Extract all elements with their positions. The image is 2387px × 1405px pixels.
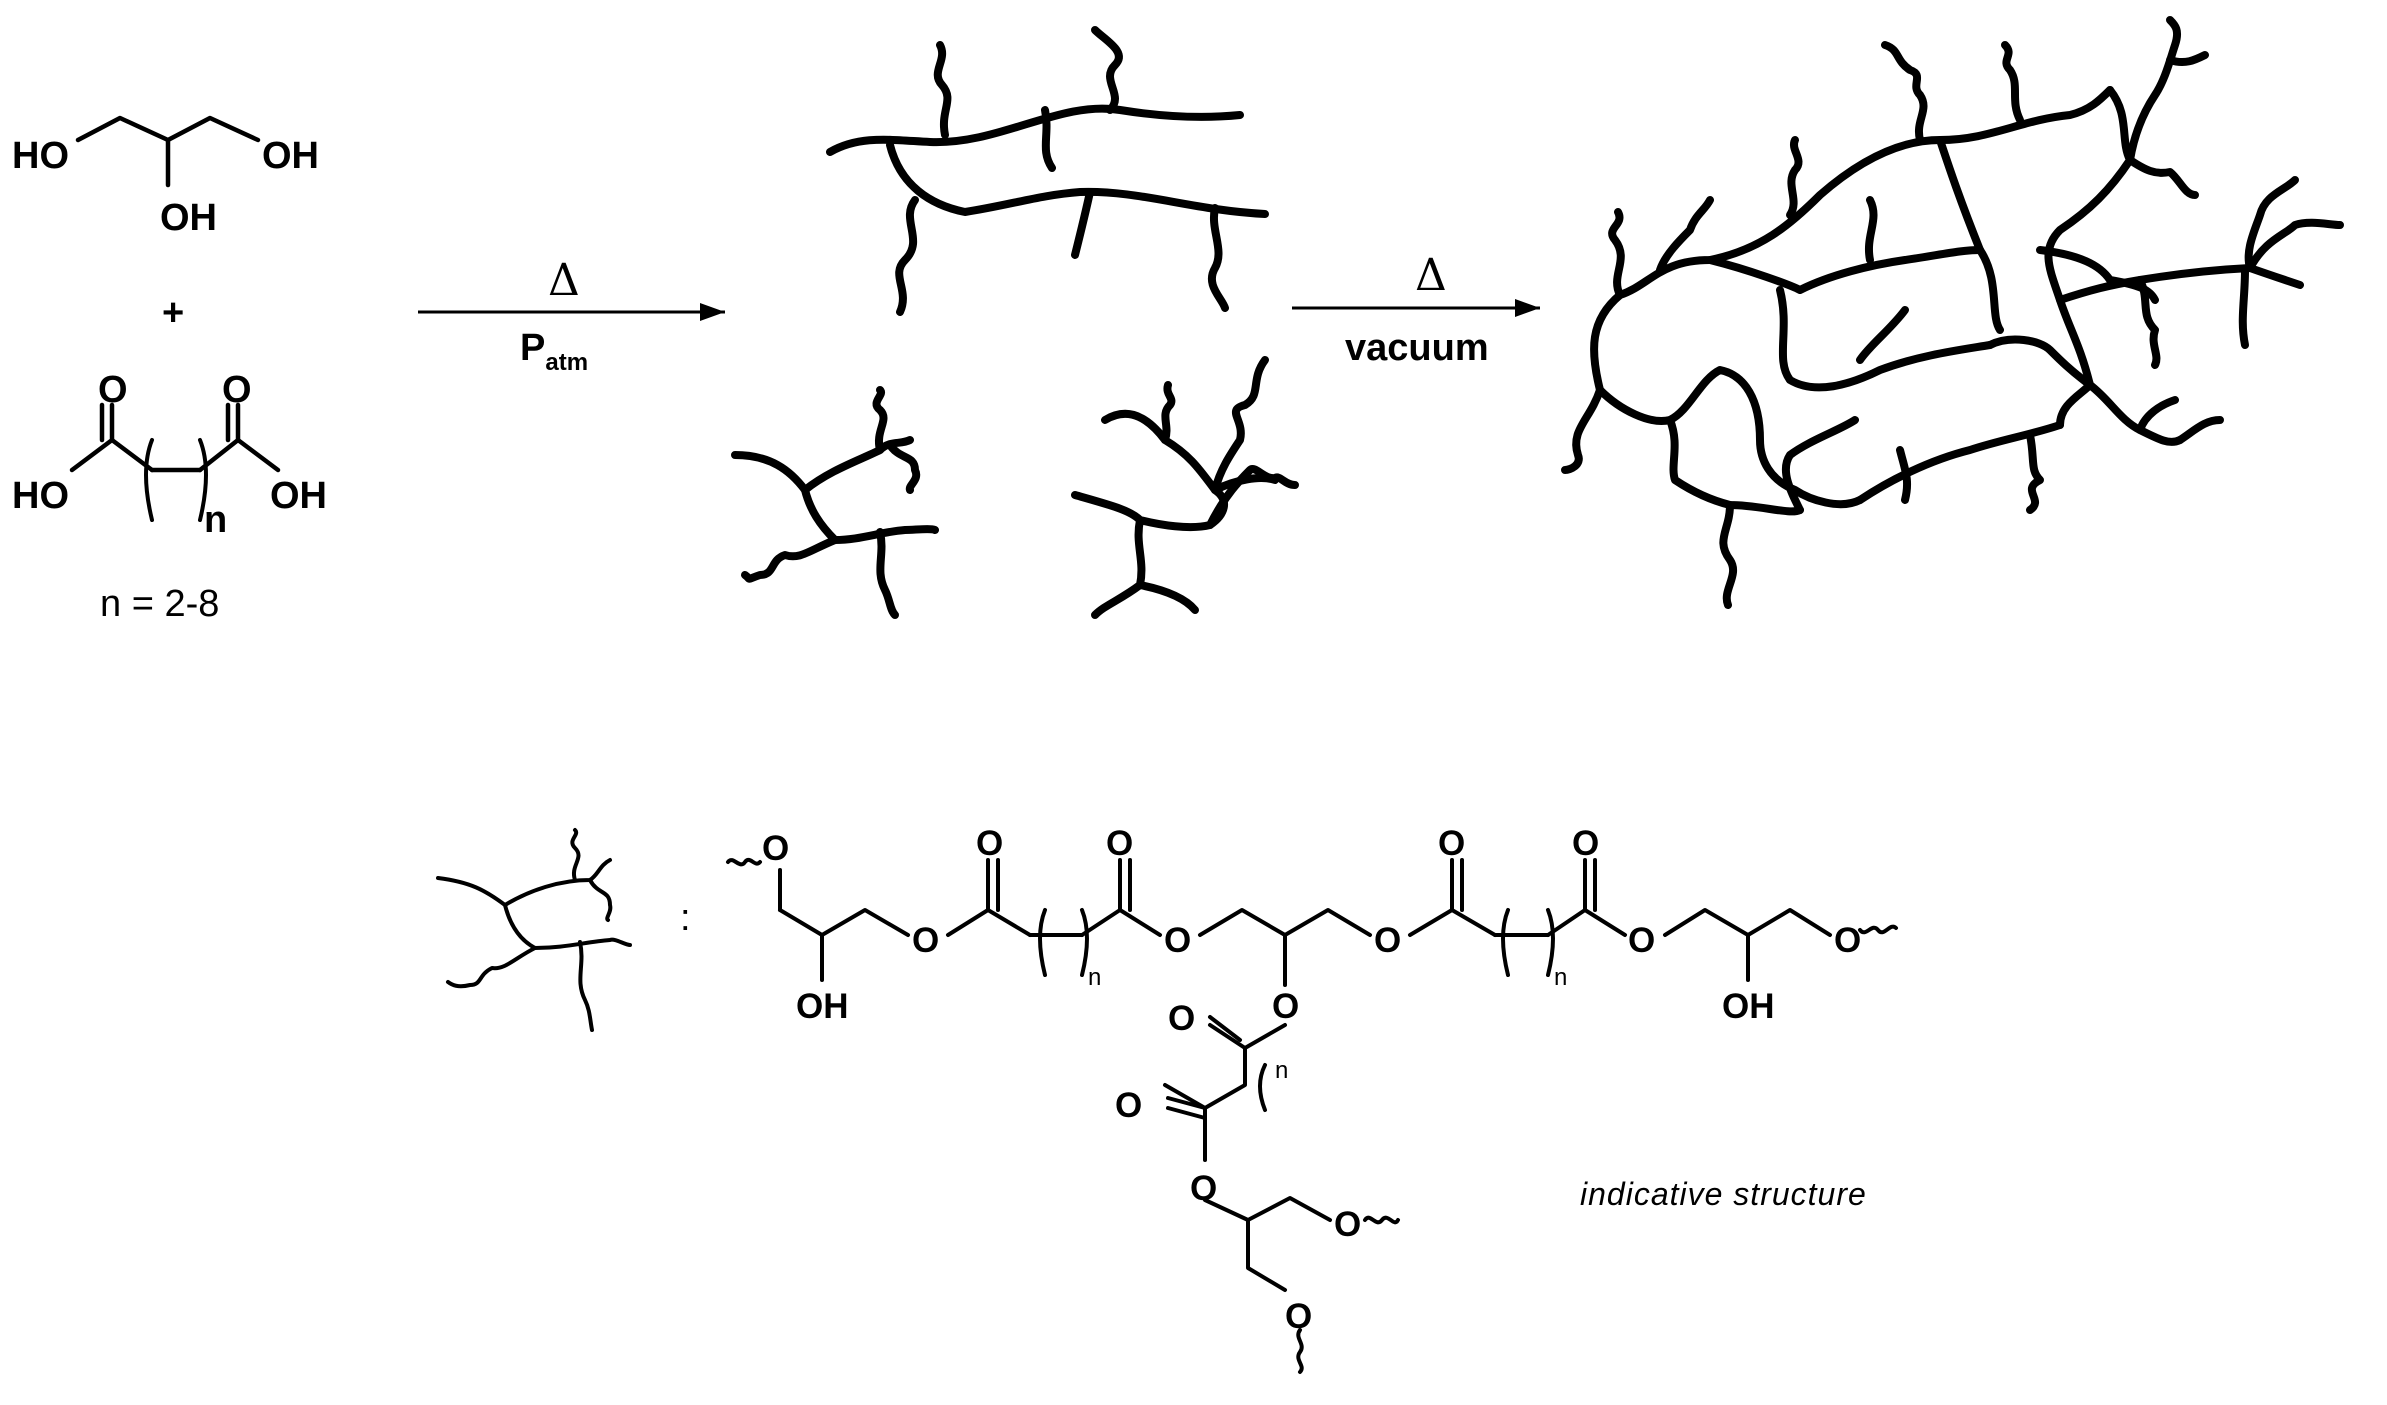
indicative-structure-caption: indicative structure (1580, 1176, 1867, 1212)
atom-o5: O (1164, 921, 1191, 960)
oligomer-cluster-bottom-right (1071, 356, 1299, 619)
condition-vacuum: vacuum (1345, 327, 1489, 369)
diacid-o-left: O (98, 369, 128, 411)
plus-sign: + (162, 292, 184, 334)
heat-symbol-1: Δ (548, 255, 580, 306)
n-label-1: n (1088, 964, 1101, 991)
n-label-2: n (1554, 964, 1567, 991)
oligomer-cluster-top (826, 26, 1269, 316)
glycerol-structure: HO OH OH (12, 115, 319, 239)
oligomer-cluster-bottom-left (731, 386, 939, 619)
atom-o2: O (912, 921, 939, 960)
glycerol-oh-right: OH (262, 135, 319, 177)
diacid-subscript-n: n (204, 499, 227, 541)
crosslinked-network (1561, 16, 2344, 609)
atom-o11: O (1272, 987, 1299, 1026)
atom-oh2: OH (1722, 987, 1775, 1026)
atom-o3: O (976, 824, 1003, 863)
atom-o9: O (1628, 921, 1655, 960)
legend-colon: : (680, 897, 691, 939)
diacid-o-right: O (222, 369, 252, 411)
atom-o7: O (1438, 824, 1465, 863)
n-range-label: n = 2-8 (100, 583, 219, 625)
diacid-oh-right: OH (270, 475, 327, 517)
atom-o1: O (762, 829, 789, 868)
atom-o12: O (1168, 999, 1195, 1038)
atom-o4: O (1106, 824, 1133, 863)
atom-o6: O (1374, 921, 1401, 960)
atom-o13: O (1115, 1086, 1142, 1125)
atom-oh1: OH (796, 987, 849, 1026)
legend-branch-icon (436, 828, 632, 1032)
diacid-structure: O O HO OH n (12, 369, 327, 541)
atom-o8: O (1572, 824, 1599, 863)
diacid-ho-left: HO (12, 475, 69, 517)
atom-o16: O (1285, 1297, 1312, 1336)
glycerol-ho-left: HO (12, 135, 69, 177)
condition-p-atm: Patm (520, 327, 588, 376)
n-label-3: n (1275, 1057, 1288, 1084)
atom-o10: O (1834, 921, 1861, 960)
atom-o15: O (1334, 1205, 1361, 1244)
glycerol-oh-bottom: OH (160, 197, 217, 239)
heat-symbol-2: Δ (1415, 250, 1447, 301)
polyester-indicative-structure: O OH O O n O O O O n O O O OH O O n O O … (726, 824, 1898, 1374)
reaction-arrow-1: Δ Patm (418, 255, 725, 376)
reaction-arrow-2: Δ vacuum (1292, 250, 1540, 369)
atom-o14: O (1190, 1169, 1217, 1208)
